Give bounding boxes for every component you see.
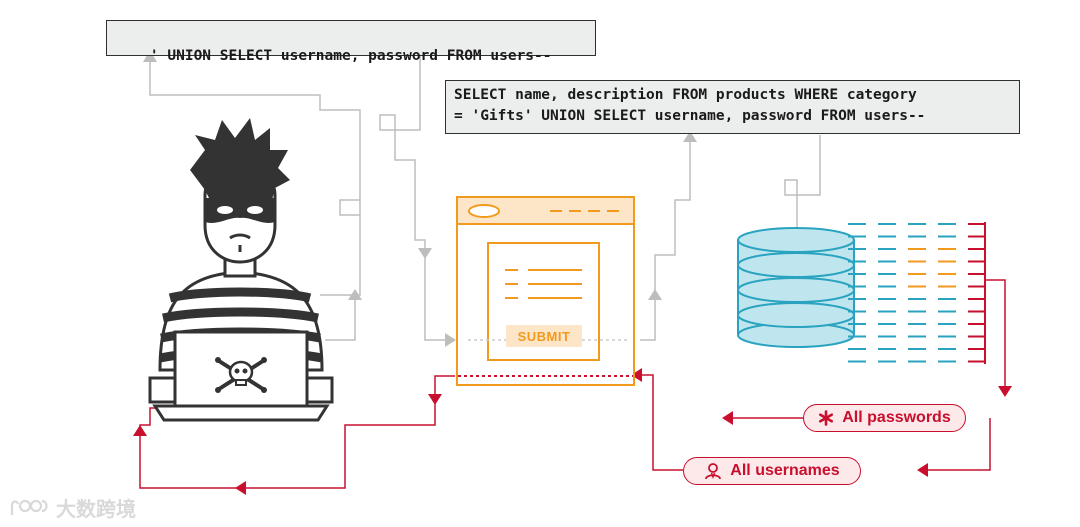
skull-crossbones-icon bbox=[215, 357, 267, 393]
watermark: 大数跨境 bbox=[8, 493, 136, 522]
database-icon bbox=[737, 227, 855, 348]
asterisk-icon bbox=[818, 410, 834, 426]
all-passwords-badge: All passwords bbox=[803, 404, 966, 432]
database-rows bbox=[848, 222, 986, 364]
window-control-icon bbox=[468, 204, 500, 218]
watermark-text: 大数跨境 bbox=[56, 499, 136, 521]
response-arrowheads bbox=[133, 368, 1012, 495]
all-usernames-label: All usernames bbox=[730, 462, 840, 479]
full-query-box: SELECT name, description FROM products W… bbox=[445, 80, 1020, 134]
watermark-logo-icon bbox=[10, 499, 48, 515]
web-form-window bbox=[456, 196, 635, 386]
all-passwords-label: All passwords bbox=[842, 409, 951, 426]
payload-query-text: ' UNION SELECT username, password FROM u… bbox=[149, 48, 552, 64]
payload-query-box: ' UNION SELECT username, password FROM u… bbox=[106, 20, 596, 64]
all-usernames-badge: All usernames bbox=[683, 457, 861, 485]
full-query-line-2: = 'Gifts' UNION SELECT username, passwor… bbox=[454, 108, 926, 124]
submit-label: SUBMIT bbox=[517, 328, 571, 344]
hacker-icon bbox=[148, 118, 334, 422]
form-text-lines bbox=[505, 269, 582, 299]
submit-button[interactable]: SUBMIT bbox=[506, 325, 582, 347]
request-flow-lines bbox=[149, 55, 821, 341]
full-query-line-1: SELECT name, description FROM products W… bbox=[454, 87, 917, 103]
user-icon bbox=[704, 462, 722, 480]
